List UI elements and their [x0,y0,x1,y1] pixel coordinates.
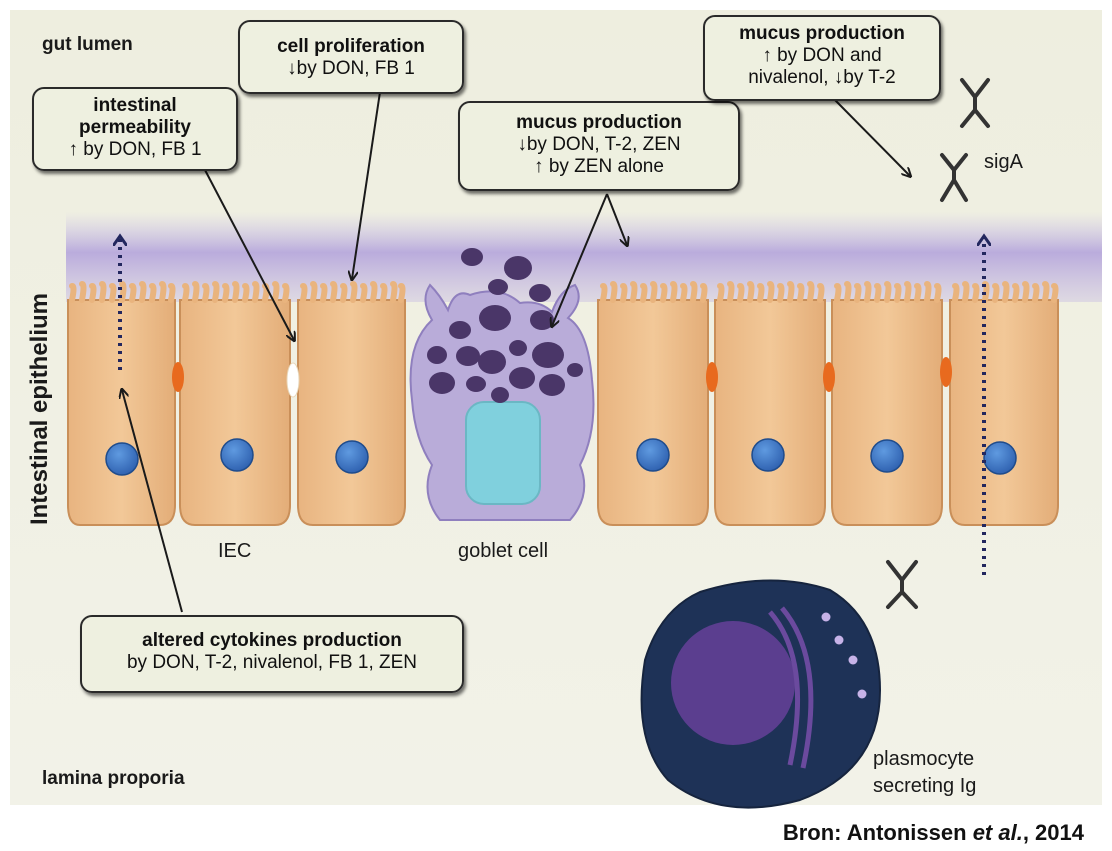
nucleus [636,438,670,472]
arrow-mucus-center-2 [552,193,608,326]
tight-junction [940,357,952,387]
arrow-permeability [204,169,294,340]
intestinal-epithelium-label: Intestinal epithelium [26,292,53,526]
goblet-cell [409,248,595,521]
box-title: permeability [79,117,191,138]
enterocyte-5 [714,281,826,526]
nucleus [870,439,904,473]
box-mucus-production-right: mucus production ↑ by DON and nivalenol,… [703,15,941,101]
enterocyte-2 [179,281,291,526]
arrow-mucus-right [834,99,910,176]
arrow-proliferation [352,91,381,279]
arrow-cytokines [122,390,183,613]
cell-nuclei [105,438,1017,476]
antibody-icon [940,153,968,202]
plasmocyte-label-line1: plasmocyte [873,748,975,770]
citation: Bron: Antonissen et al., 2014 [783,820,1084,846]
transport-arrows [120,238,984,575]
nucleus [335,440,369,474]
box-title: intestinal [93,95,177,116]
enterocyte-1 [67,281,176,526]
nucleus [983,441,1017,475]
enterocyte-7 [949,281,1059,526]
box-title: altered cytokines production [142,630,402,651]
box-title: cell proliferation [277,36,425,57]
box-line: ↓by DON, T-2, ZEN [517,134,681,155]
nucleus [105,442,139,476]
tight-junctions [172,357,952,398]
gut-lumen-label: gut lumen [42,34,133,55]
box-altered-cytokines: altered cytokines production by DON, T-2… [80,615,464,693]
iec-label: IEC [218,540,252,562]
box-line: ↓by DON, FB 1 [287,58,415,79]
enterocyte-cells [67,281,1059,526]
goblet-cell-label: goblet cell [458,540,549,562]
box-line: nivalenol, ↓by T-2 [748,67,896,88]
citation-italic: et al. [972,820,1023,845]
box-line: by DON, T-2, nivalenol, FB 1, ZEN [126,652,418,673]
box-intestinal-permeability: intestinal permeability ↑ by DON, FB 1 [32,87,238,171]
antibody-icons [886,78,990,609]
tight-junction [823,362,835,392]
box-line: ↑ by ZEN alone [534,156,664,177]
citation-prefix: Bron: Antonissen [782,820,973,845]
mucus-layer [66,212,1102,302]
arrow-mucus-center-1 [606,193,627,245]
plasmocyte-label-line2: secreting Ig [873,775,977,797]
citation-suffix: , 2014 [1022,820,1084,845]
enterocyte-6 [831,281,943,526]
box-title: mucus production [516,112,682,133]
plasmocyte [640,579,882,809]
siga-label: sigA [984,151,1023,173]
enterocyte-4 [597,281,709,526]
nucleus [220,438,254,472]
antibody-icon [960,78,990,128]
lamina-propria-label: lamina proporia [42,768,185,789]
box-line: ↑ by DON and [762,45,882,66]
tight-junction [172,362,184,392]
tight-junction-disrupted [286,362,300,398]
antibody-icon [886,560,918,609]
enterocyte-3 [297,281,406,526]
box-cell-proliferation: cell proliferation ↓by DON, FB 1 [238,20,464,94]
goblet-nucleus [465,401,541,505]
annotation-arrows [122,91,910,613]
plasmocyte-nucleus [671,621,795,745]
nucleus [751,438,785,472]
tight-junction [706,362,718,392]
box-mucus-production-center: mucus production ↓by DON, T-2, ZEN ↑ by … [458,101,740,191]
mucus-granules [427,248,583,403]
box-line: ↑ by DON, FB 1 [68,139,202,160]
box-title: mucus production [739,23,905,44]
